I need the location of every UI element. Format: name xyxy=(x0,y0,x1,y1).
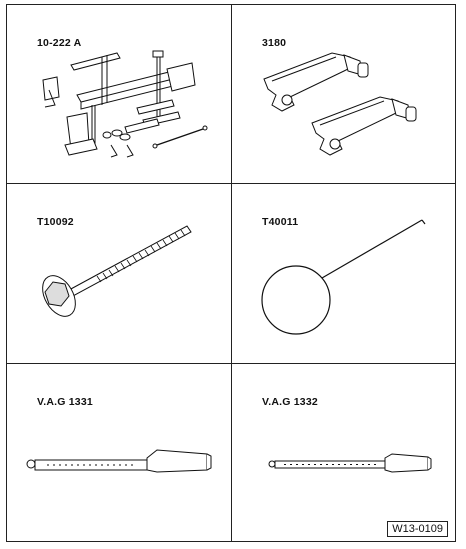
tool-label: V.A.G 1332 xyxy=(262,396,318,408)
tool-cell-10-222-a: 10-222 A xyxy=(7,5,231,183)
wrench-pair-icon xyxy=(263,52,417,156)
tool-label: T10092 xyxy=(37,216,74,228)
tool-label: T40011 xyxy=(262,216,299,228)
torque-wrench-small-icon xyxy=(268,453,432,473)
grid-divider-row2 xyxy=(7,363,455,364)
wire-hook-icon xyxy=(261,219,426,335)
tool-cell-vag-1331: V.A.G 1331 xyxy=(7,364,231,543)
tool-sheet: 10-222 A xyxy=(6,4,456,542)
grid-divider-vertical xyxy=(231,5,232,541)
tool-label: 3180 xyxy=(262,37,287,49)
torque-wrench-icon xyxy=(26,449,212,473)
figure-reference-code: W13-0109 xyxy=(387,521,448,537)
tool-label: V.A.G 1331 xyxy=(37,396,93,408)
tool-cell-3180: 3180 xyxy=(232,5,456,183)
tool-cell-t40011: T40011 xyxy=(232,184,456,363)
long-bolt-icon xyxy=(42,225,192,317)
tool-label: 10-222 A xyxy=(37,37,82,49)
tool-cell-t10092: T10092 xyxy=(7,184,231,363)
grid-divider-row1 xyxy=(7,183,455,184)
tool-cell-vag-1332: V.A.G 1332 W13-0109 xyxy=(232,364,456,543)
engine-support-bridge-icon xyxy=(42,50,208,158)
